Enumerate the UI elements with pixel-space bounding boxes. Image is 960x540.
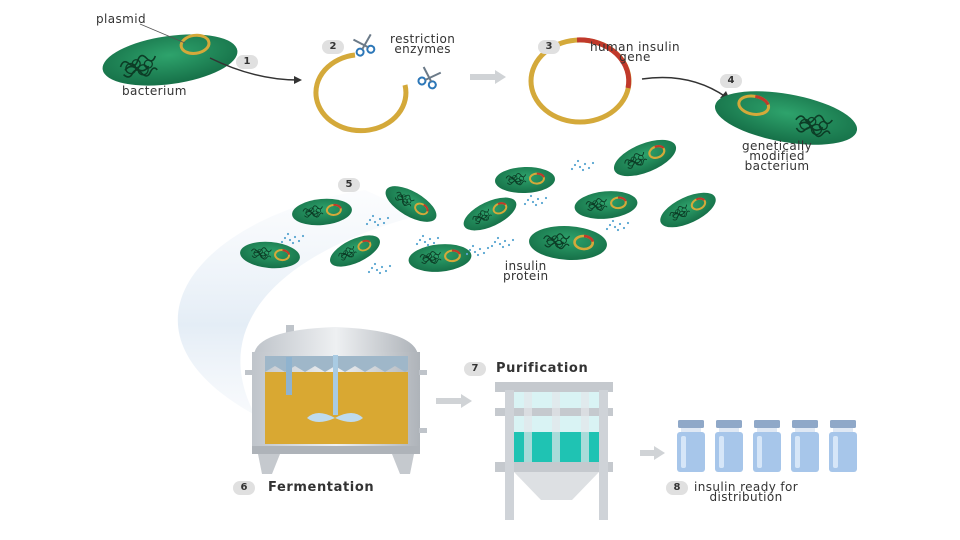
arrow-1 [209, 57, 299, 81]
step-6-badge: 6 [233, 481, 255, 495]
genetically-modified-bacterium [714, 91, 858, 145]
restriction-enzymes-label: restriction enzymes [390, 32, 456, 56]
fermentation-title: Fermentation [268, 480, 375, 495]
step-7-badge: 7 [464, 362, 486, 376]
bacterium-label: bacterium [122, 84, 187, 98]
purification-column [495, 382, 613, 520]
scissors-icon [417, 66, 442, 90]
purification-title: Purification [496, 361, 589, 376]
step-4-badge: 4 [720, 74, 742, 88]
arrow-6-to-7 [436, 394, 472, 408]
human-insulin-gene-label: human insulin gene [590, 40, 680, 64]
insulin-vials [677, 420, 857, 472]
plasmid-open-ring [313, 52, 409, 134]
scissors-icon [353, 33, 376, 57]
step-3-badge: 3 [538, 40, 560, 54]
bacterium [102, 33, 238, 86]
arrow-2-to-3 [470, 70, 506, 84]
arrow-3-to-4 [641, 76, 727, 98]
step-8-badge: 8 [666, 481, 688, 495]
plasmid-label: plasmid [96, 12, 146, 26]
step-1-badge: 1 [236, 55, 258, 69]
arrow-7-to-8 [640, 446, 665, 460]
insulin-protein-label: insulin protein [503, 259, 549, 283]
plasmid-leader-line [139, 23, 186, 44]
process-swoosh [177, 190, 420, 415]
genetically-modified-bacterium-label: genetically modified bacterium [742, 139, 813, 173]
step-5-badge: 5 [338, 178, 360, 192]
fermentation-tank [245, 325, 427, 474]
insulin-ready-label: insulin ready for distribution [694, 480, 799, 504]
step-2-badge: 2 [322, 40, 344, 54]
insulin-gene-segment [576, 37, 632, 89]
